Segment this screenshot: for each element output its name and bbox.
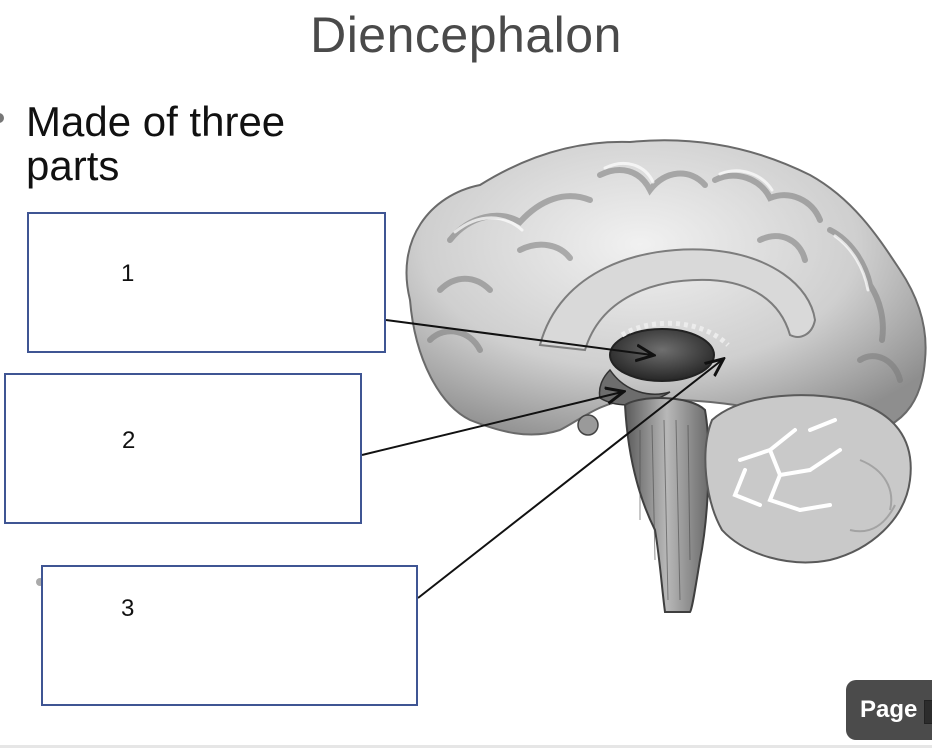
bullet-marker (0, 113, 4, 123)
label-number-3: 3 (121, 595, 135, 622)
slide-title: Diencephalon (310, 7, 622, 63)
bottom-divider (0, 745, 932, 748)
brainstem (623, 397, 710, 613)
label-number-2: 2 (122, 427, 136, 454)
gyri (427, 167, 903, 383)
page-button-label: Page (860, 696, 918, 723)
label-number-1: 1 (121, 260, 135, 287)
arrow-1 (385, 319, 652, 355)
arbor-vitae (732, 418, 842, 512)
thalamus (609, 328, 715, 382)
label-box-3[interactable]: 3 (41, 565, 418, 706)
bullet-marker-faint (36, 578, 44, 586)
bullet-text: Made of three parts (26, 98, 286, 189)
label-box-1[interactable]: 1 (27, 212, 386, 353)
cerebellum (704, 394, 912, 564)
label-box-2[interactable]: 2 (4, 373, 362, 524)
cerebrum (405, 139, 927, 439)
page-button[interactable]: Page (846, 680, 932, 740)
arrow-3 (417, 360, 722, 599)
page-indicator-icon (924, 700, 932, 724)
corpus-callosum (538, 248, 817, 352)
arrow-2 (361, 392, 622, 456)
